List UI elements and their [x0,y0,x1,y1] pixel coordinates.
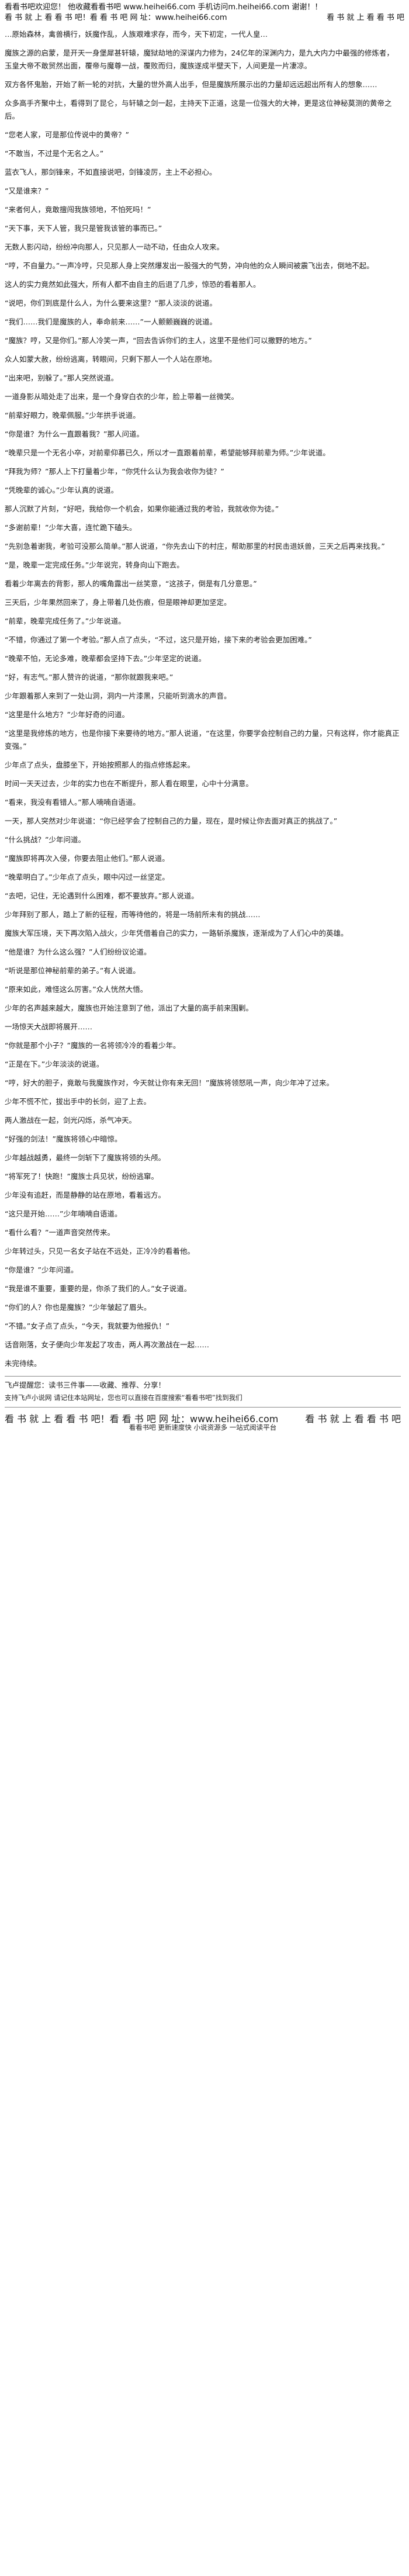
paragraph: “什么挑战？”少年问道。 [5,835,85,844]
paragraph: “将军死了！快跑！”魔族士兵见状，纷纷逃窜。 [5,1172,158,1181]
paragraph: 双方各怀鬼胎，开始了新一轮的对抗，大量的世外高人出手，但是魔族所展示出的力量却远… [5,80,377,89]
paragraph: 一天，那人突然对少年说道：“你已经学会了控制自己的力量，现在，是时候让你去面对真… [5,817,338,825]
footer-divider [5,1376,401,1377]
site-ad-line: 看看书吧 更新速度快 小说资源多 一站式阅读平台 [129,1423,277,1432]
paragraph: 一场惊天大战即将展开…… [5,1022,93,1031]
paragraph: “哼，好大的胆子，竟敢与我魔族作对，今天就让你有来无回！”魔族将领怒吼一声，向少… [5,1078,334,1087]
paragraph: 少年点了点头，盘膝坐下，开始按照那人的指点修炼起来。 [5,760,195,769]
paragraph: 魔族之源的启蒙，是开天一身堡犀甚轩辕，魔狱劫地的深谋内力修为，24亿年的深渊内力… [5,49,394,70]
paragraph: “又是谁来？” [5,186,49,195]
paragraph: “说吧，你们到底是什么人，为什么要来这里？”那人淡淡的说道。 [5,299,217,307]
reader-note[interactable]: 支持飞卢小说网 请记住本站网址，您也可以直接在百度搜索“看看书吧”找到我们 [5,1394,242,1402]
paragraph: “好强的剑法！”魔族将领心中暗惊。 [5,1135,122,1143]
paragraph: 看着少年离去的背影，那人的嘴角露出一丝笑意，“这孩子，倒是有几分意思。” [5,579,257,588]
paragraph: 无数人影闪动，纷纷冲向那人，只见那人一动不动，任由众人攻来。 [5,243,224,251]
chapter-body: …原始森林，禽兽横行，妖魔作乱，人族艰难求存，而今，天下初定，一代人皇… 魔族之源… [5,28,401,2576]
paragraph: “晚辈不怕，无论多难，晚辈都会坚持下去。”少年坚定的说道。 [5,654,206,663]
paragraph: “魔族？哼，又是你们。”那人冷笑一声，“回去告诉你们的主人，这里不是他们可以撒野… [5,336,312,345]
footer-divider-2 [5,1407,401,1408]
paragraph: “你就是那个小子？”魔族的一名将领冷冷的看着少年。 [5,1041,181,1050]
paragraph: “去吧，记住，无论遇到什么困难，都不要放弃。”那人说道。 [5,891,199,900]
site-address-bar: 看 书 就 上 看 看 书 吧！看 看 书 吧 网 址：www.heihei66… [5,13,404,23]
author-note: 飞卢提醒您：读书三件事——收藏、推荐、分享！ [5,1381,166,1389]
paragraph: “原来如此，难怪这么厉害。”众人恍然大悟。 [5,985,148,994]
paragraph: “这里是我修炼的地方，也是你接下来要待的地方。”那人说道，“在这里，你要学会控制… [5,729,400,751]
paragraph: “凭晚辈的诚心。”少年认真的说道。 [5,486,119,495]
paragraph: “天下事，天下人管，我只是管我该管的事而已。” [5,224,162,233]
paragraph: 话音刚落，女子便向少年发起了攻击，两人再次激战在一起…… [5,1340,210,1349]
bottom-address-right: 看 书 就 上 看 看 书 吧 [305,1413,401,1424]
paragraph: 众人如蒙大赦，纷纷逃离，转眼间，只剩下那人一个人站在原地。 [5,355,217,364]
paragraph: “听说是那位神秘前辈的弟子。”有人说道。 [5,966,140,975]
paragraph: 少年转过头，只见一名女子站在不远处，正冷冷的看着他。 [5,1247,195,1256]
paragraph: “晚辈只是一个无名小卒，对前辈仰慕已久，所以才一直跟着前辈，希望能够拜前辈为师。… [5,448,330,457]
paragraph: 众多高手齐聚中土，看得到了昆仑，与轩辕之剑一起，主持天下正道，这是一位强大的大神… [5,99,392,120]
paragraph: “前辈好眼力，晚辈佩服。”少年拱手说道。 [5,411,140,420]
paragraph: 一道身影从暗处走了出来，是一个身穿白衣的少年，脸上带着一丝微笑。 [5,392,239,401]
paragraph: “是，晚辈一定完成任务。”少年说完，转身向山下跑去。 [5,561,184,569]
paragraph: “看什么看？”一道声音突然传来。 [5,1228,115,1237]
paragraph: “拜我为师？”那人上下打量着少年，“你凭什么认为我会收你为徒？” [5,467,224,476]
bottom-address-bar: 看 书 就 上 看 看 书 吧！看 看 书 吧 网 址：www.heihei66… [5,1411,401,1424]
bottom-address-left: 看 书 就 上 看 看 书 吧！看 看 书 吧 网 址：www.heihei66… [5,1413,279,1424]
paragraph: 少年不慌不忙，拔出手中的长剑，迎了上去。 [5,1097,151,1106]
paragraph: “我是谁不重要，重要的是，你杀了我们的人。”女子说道。 [5,1284,192,1293]
paragraph: “正是在下。”少年淡淡的说道。 [5,1060,104,1069]
paragraph: “你是谁？为什么一直跟着我？”那人问道。 [5,430,144,438]
paragraph: “出来吧，别躲了。”那人突然说道。 [5,374,119,382]
paragraph: “前辈，晚辈完成任务了。”少年说道。 [5,617,126,625]
paragraph: 少年的名声越来越大，魔族也开始注意到了他，派出了大量的高手前来围剿。 [5,1004,254,1012]
paragraph: 未完待续。 [5,1359,41,1368]
paragraph: “哼，不自量力。”一声冷哼，只见那人身上突然爆发出一股强大的气势，冲向他的众人瞬… [5,261,374,270]
paragraph: “来者何人，竟敢擅闯我族领地，不怕死吗！” [5,205,151,214]
paragraph: “不敢当，不过是个无名之人。” [5,149,104,158]
paragraph: 魔族大军压境，天下再次陷入战火，少年凭借着自己的实力，一路斩杀魔族，逐渐成为了人… [5,929,348,938]
paragraph: “您老人家，可是那位传说中的黄帝？” [5,130,129,139]
paragraph: “他是谁？为什么这么强？”人们纷纷议论道。 [5,948,151,956]
paragraph: 时间一天天过去，少年的实力也在不断提升，那人看在眼里，心中十分满意。 [5,779,254,788]
site-address-right: 看 书 就 上 看 看 书 吧 [327,13,404,22]
paragraph: “魔族即将再次入侵，你要去阻止他们。”那人说道。 [5,854,169,863]
paragraph-list: …原始森林，禽兽横行，妖魔作乱，人族艰难求存，而今，天下初定，一代人皇… 魔族之源… [5,28,401,1370]
paragraph: “不错。”女子点了点头，“今天，我就要为他报仇！” [5,1322,170,1330]
site-address-left: 看 书 就 上 看 看 书 吧！看 看 书 吧 网 址：www.heihei66… [5,13,227,22]
paragraph: …原始森林，禽兽横行，妖魔作乱，人族艰难求存，而今，天下初定，一代人皇… [5,30,268,39]
paragraph: 少年越战越勇，最终一剑斩下了魔族将领的头颅。 [5,1153,166,1162]
paragraph: “你是谁？”少年问道。 [5,1265,78,1274]
paragraph: “这里是什么地方？”少年好奇的问道。 [5,710,129,719]
paragraph: “晚辈明白了。”少年点了点头，眼中闪过一丝坚定。 [5,873,169,881]
paragraph: “多谢前辈！”少年大喜，连忙跪下磕头。 [5,523,137,532]
paragraph: “先别急着谢我，考验可没那么简单。”那人说道，“你先去山下的村庄，帮助那里的村民… [5,542,385,551]
paragraph: 少年跟着那人来到了一处山洞，洞内一片漆黑，只能听到滴水的声音。 [5,691,231,700]
paragraph: “我们……我们是魔族的人，奉命前来……”一人颤颤巍巍的说道。 [5,317,217,326]
paragraph: “不错，你通过了第一个考验。”那人点了点头，“不过，这只是开始，接下来的考验会更… [5,635,312,644]
paragraph: 三天后，少年果然回来了，身上带着几处伤痕，但是眼神却更加坚定。 [5,598,231,607]
paragraph: 少年拜别了那人，踏上了新的征程，而等待他的，将是一场前所未有的挑战…… [5,910,261,919]
paragraph: 那人沉默了片刻，“好吧，我给你一个机会，如果你能通过我的考验，我就收你为徒。” [5,504,279,513]
paragraph: “好，有志气。”那人赞许的说道，“那你就跟我来吧。” [5,673,174,682]
site-welcome-banner: 看看书吧欢迎您！ 他收藏看看书吧 www.heihei66.com 手机访问m.… [5,3,323,12]
paragraph: “这只是开始……”少年喃喃自语道。 [5,1209,122,1218]
paragraph: “你们的人？你也是魔族？”少年皱起了眉头。 [5,1303,151,1312]
paragraph: “看来，我没有看错人。”那人喃喃自语道。 [5,798,140,807]
paragraph: 蓝衣飞人，那剑锋来，不如直接说吧，剑锋凌厉，主上不必担心。 [5,168,217,177]
paragraph: 两人激战在一起，剑光闪烁，杀气冲天。 [5,1116,137,1125]
paragraph: 这人的实力竟然如此强大，所有人都不由自主的后退了几步，惊恐的看着那人。 [5,280,261,289]
paragraph: 少年没有追赶，而是静静的站在原地，看着远方。 [5,1191,166,1199]
